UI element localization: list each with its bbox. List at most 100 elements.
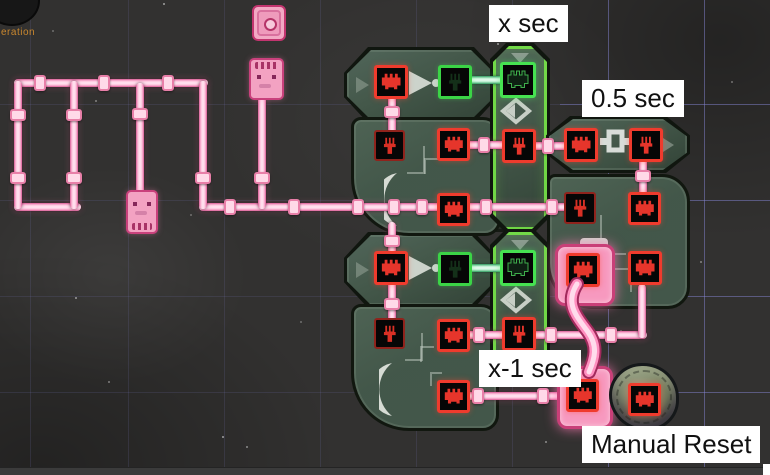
bottom-edge-strip [0, 467, 770, 475]
wire-coupler[interactable] [546, 199, 558, 215]
wire-coupler[interactable] [10, 109, 26, 121]
delay-diamond-icon [499, 97, 533, 125]
wire-segment[interactable] [466, 331, 510, 339]
wire-coupler[interactable] [480, 199, 492, 215]
annotation-manual-reset: Manual Reset [582, 426, 761, 463]
wire-port-red[interactable] [437, 380, 470, 413]
wire-coupler[interactable] [545, 327, 557, 343]
button-component[interactable] [252, 5, 286, 41]
wire-coupler[interactable] [288, 199, 300, 215]
wire-coupler[interactable] [416, 199, 428, 215]
input-arrow-icon [356, 262, 369, 278]
plug-detail [272, 75, 276, 79]
wire-coupler[interactable] [635, 170, 651, 182]
wire-segment[interactable] [136, 83, 144, 195]
crescent-icon [379, 363, 392, 416]
signal-wire-segment[interactable] [468, 264, 504, 272]
wire-segment[interactable] [638, 284, 646, 338]
wire-port-red[interactable] [564, 128, 598, 162]
wire-port-red[interactable] [374, 318, 405, 349]
wire-coupler[interactable] [473, 327, 485, 343]
wire-connector-plug[interactable] [249, 58, 284, 100]
wire-coupler[interactable] [66, 172, 82, 184]
down-arrow-icon [511, 240, 529, 250]
wire-coupler[interactable] [478, 137, 490, 153]
wire-segment[interactable] [14, 79, 208, 87]
wire-coupler[interactable] [542, 138, 554, 154]
plug-detail [133, 202, 137, 206]
wire-port-red[interactable] [564, 192, 596, 224]
not-gate-dot-icon [432, 79, 440, 87]
wire-coupler[interactable] [384, 298, 400, 310]
button-dot-icon [264, 18, 277, 31]
plug-teeth-icon [255, 62, 278, 69]
wire-coupler[interactable] [34, 75, 46, 91]
wire-coupler[interactable] [605, 327, 617, 343]
wire-segment[interactable] [14, 81, 22, 209]
wire-coupler[interactable] [254, 172, 270, 184]
right-arrow-icon [663, 138, 674, 152]
not-gate-icon [409, 71, 432, 95]
wire-coupler[interactable] [132, 108, 148, 120]
wire-port-red[interactable] [502, 129, 536, 163]
wire-segment[interactable] [70, 81, 78, 209]
input-arrow-icon [356, 77, 369, 93]
not-gate-icon [409, 256, 432, 280]
plug-detail [259, 84, 271, 88]
plug-detail [135, 211, 147, 215]
not-gate-dot-icon [432, 264, 440, 272]
wire-coupler[interactable] [66, 109, 82, 121]
wire-port-red[interactable] [628, 383, 661, 416]
wire-coupler[interactable] [537, 388, 549, 404]
wire-coupler[interactable] [224, 199, 236, 215]
plug-detail [257, 75, 261, 79]
wire-coupler[interactable] [384, 235, 400, 247]
wire-port-red[interactable] [374, 251, 408, 285]
wire-segment[interactable] [14, 203, 81, 211]
annotation-x-minus-1-sec: x-1 sec [479, 350, 581, 387]
signal-wire-segment[interactable] [468, 76, 504, 84]
wire-port-green[interactable] [500, 62, 536, 98]
wire-coupler[interactable] [98, 75, 110, 91]
wire-connector-plug[interactable] [126, 190, 158, 234]
wire-port-green[interactable] [438, 252, 472, 286]
wire-port-red[interactable] [437, 128, 470, 161]
wire-port-red[interactable] [374, 130, 405, 161]
wire-segment[interactable] [258, 88, 266, 209]
circuit-trace [405, 333, 423, 361]
down-arrow-icon [511, 53, 529, 63]
wire-coupler[interactable] [352, 199, 364, 215]
wire-coupler[interactable] [162, 75, 174, 91]
circuit-trace [424, 158, 438, 174]
wire-coupler[interactable] [10, 172, 26, 184]
wire-port-red[interactable] [502, 317, 536, 351]
wire-segment[interactable] [199, 81, 207, 209]
circuit-trace [430, 372, 442, 386]
plug-detail [147, 202, 151, 206]
wire-port-red[interactable] [437, 193, 470, 226]
selected-port-glow[interactable] [555, 244, 615, 306]
wire-coupler[interactable] [388, 199, 400, 215]
hud-corner-label: eration [1, 27, 36, 38]
wire-coupler[interactable] [384, 106, 400, 118]
wire-coupler[interactable] [472, 388, 484, 404]
wire-segment[interactable] [466, 392, 574, 400]
annotation-half-sec: 0.5 sec [582, 80, 684, 117]
wire-port-red[interactable] [628, 192, 661, 225]
plug-teeth-icon [132, 223, 152, 230]
corner-white-chip [763, 464, 770, 475]
wire-port-red[interactable] [628, 251, 662, 285]
wire-port-red[interactable] [629, 128, 663, 162]
annotation-x-sec: x sec [489, 5, 568, 42]
selected-wire[interactable] [548, 272, 620, 382]
chip-icon [600, 129, 631, 153]
wire-coupler[interactable] [195, 172, 211, 184]
delay-diamond-icon [499, 286, 533, 314]
wire-port-red[interactable] [437, 319, 470, 352]
wire-segment[interactable] [199, 203, 573, 211]
circuit-trace [420, 346, 434, 362]
wire-port-red[interactable] [374, 65, 408, 99]
wire-port-green[interactable] [500, 250, 536, 286]
wire-port-green[interactable] [438, 65, 472, 99]
